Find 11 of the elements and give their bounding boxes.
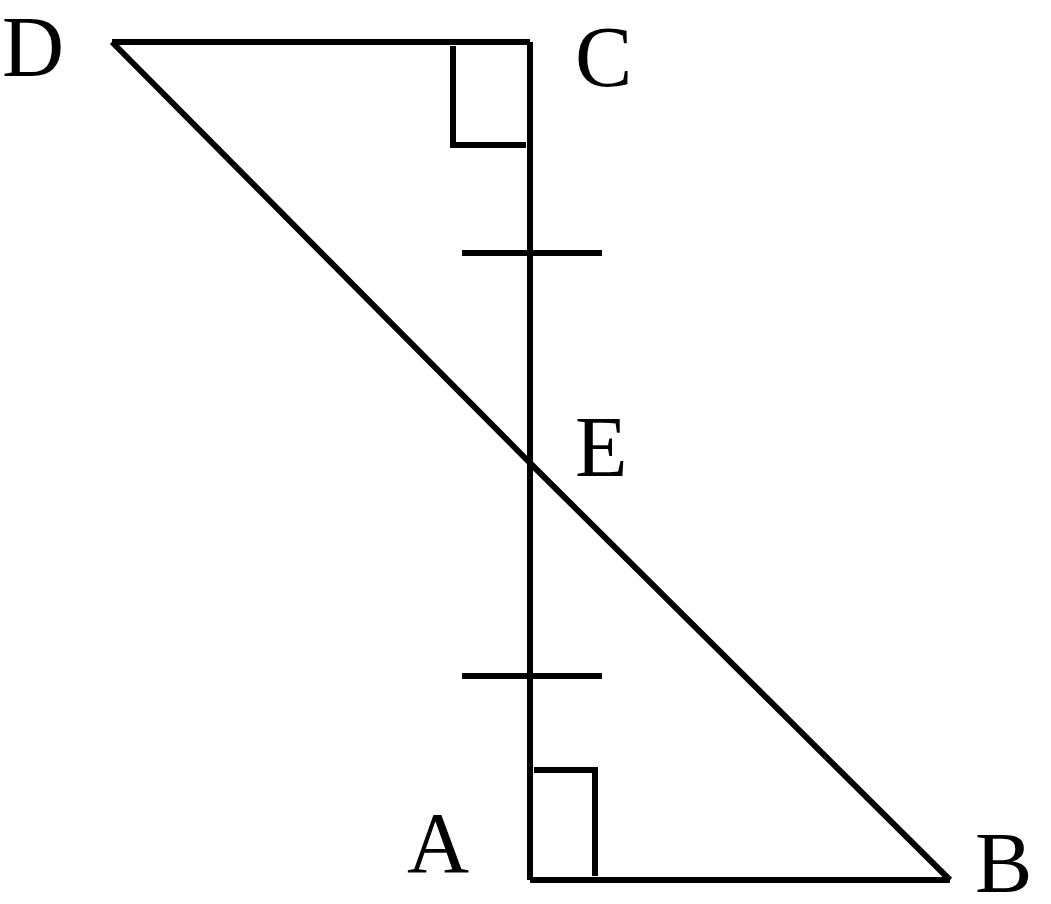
line-segment [530,877,950,883]
line-segment [527,460,953,883]
vertex-label: D [2,4,65,90]
line-segment [527,463,533,880]
vertex-label: A [407,800,470,886]
vertex-label: B [975,820,1033,904]
vertex-label: C [575,14,633,100]
line-segment [527,42,533,463]
line-segment [109,39,533,466]
line-segment [112,39,530,45]
vertex-label: E [575,404,628,490]
